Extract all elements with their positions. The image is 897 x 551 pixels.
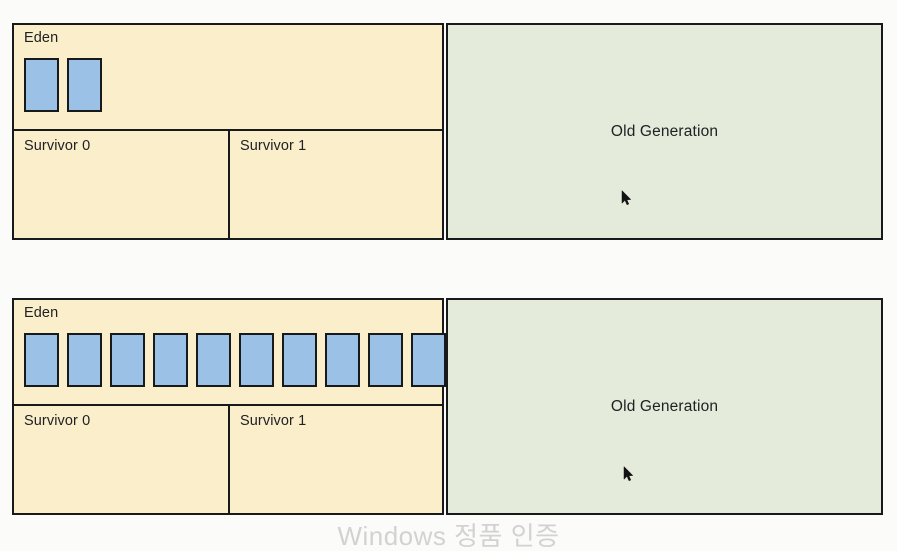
old-generation-label-1: Old Generation xyxy=(610,398,719,415)
eden-object-block xyxy=(325,333,360,387)
old-generation-label-0: Old Generation xyxy=(610,123,719,140)
eden-object-block xyxy=(67,58,102,112)
survivor-1-region-0: Survivor 1 xyxy=(230,131,442,238)
survivor-0-region-0: Survivor 0 xyxy=(14,131,230,238)
eden-object-block xyxy=(110,333,145,387)
old-generation-region-0: Old Generation xyxy=(446,23,883,240)
young-generation-region-1: Eden Survivor 0 Survivor 1 xyxy=(12,298,446,515)
eden-label-0: Eden xyxy=(24,30,59,46)
eden-object-block xyxy=(411,333,446,387)
survivor-0-region-1: Survivor 0 xyxy=(14,406,230,513)
eden-object-block xyxy=(67,333,102,387)
survivor-0-label-0: Survivor 0 xyxy=(24,138,91,154)
survivor-1-label-0: Survivor 1 xyxy=(240,138,307,154)
eden-region-0: Eden xyxy=(14,25,442,131)
survivor-0-label-1: Survivor 0 xyxy=(24,413,91,429)
eden-object-list-0 xyxy=(24,58,436,116)
survivor-regions-0: Survivor 0 Survivor 1 xyxy=(14,131,442,238)
eden-object-block xyxy=(153,333,188,387)
heap-diagram-canvas: Eden Survivor 0 Survivor 1 Old Generatio… xyxy=(12,23,883,551)
old-generation-region-1: Old Generation xyxy=(446,298,883,515)
eden-region-1: Eden xyxy=(14,300,446,406)
eden-object-block xyxy=(196,333,231,387)
eden-object-block xyxy=(368,333,403,387)
eden-object-block xyxy=(239,333,274,387)
eden-object-list-1 xyxy=(24,333,446,391)
eden-object-block xyxy=(282,333,317,387)
survivor-1-label-1: Survivor 1 xyxy=(240,413,307,429)
eden-object-block xyxy=(24,333,59,387)
young-generation-region-0: Eden Survivor 0 Survivor 1 xyxy=(12,23,444,240)
eden-label-1: Eden xyxy=(24,305,59,321)
survivor-regions-1: Survivor 0 Survivor 1 xyxy=(14,406,442,513)
eden-object-block xyxy=(24,58,59,112)
survivor-1-region-1: Survivor 1 xyxy=(230,406,442,513)
